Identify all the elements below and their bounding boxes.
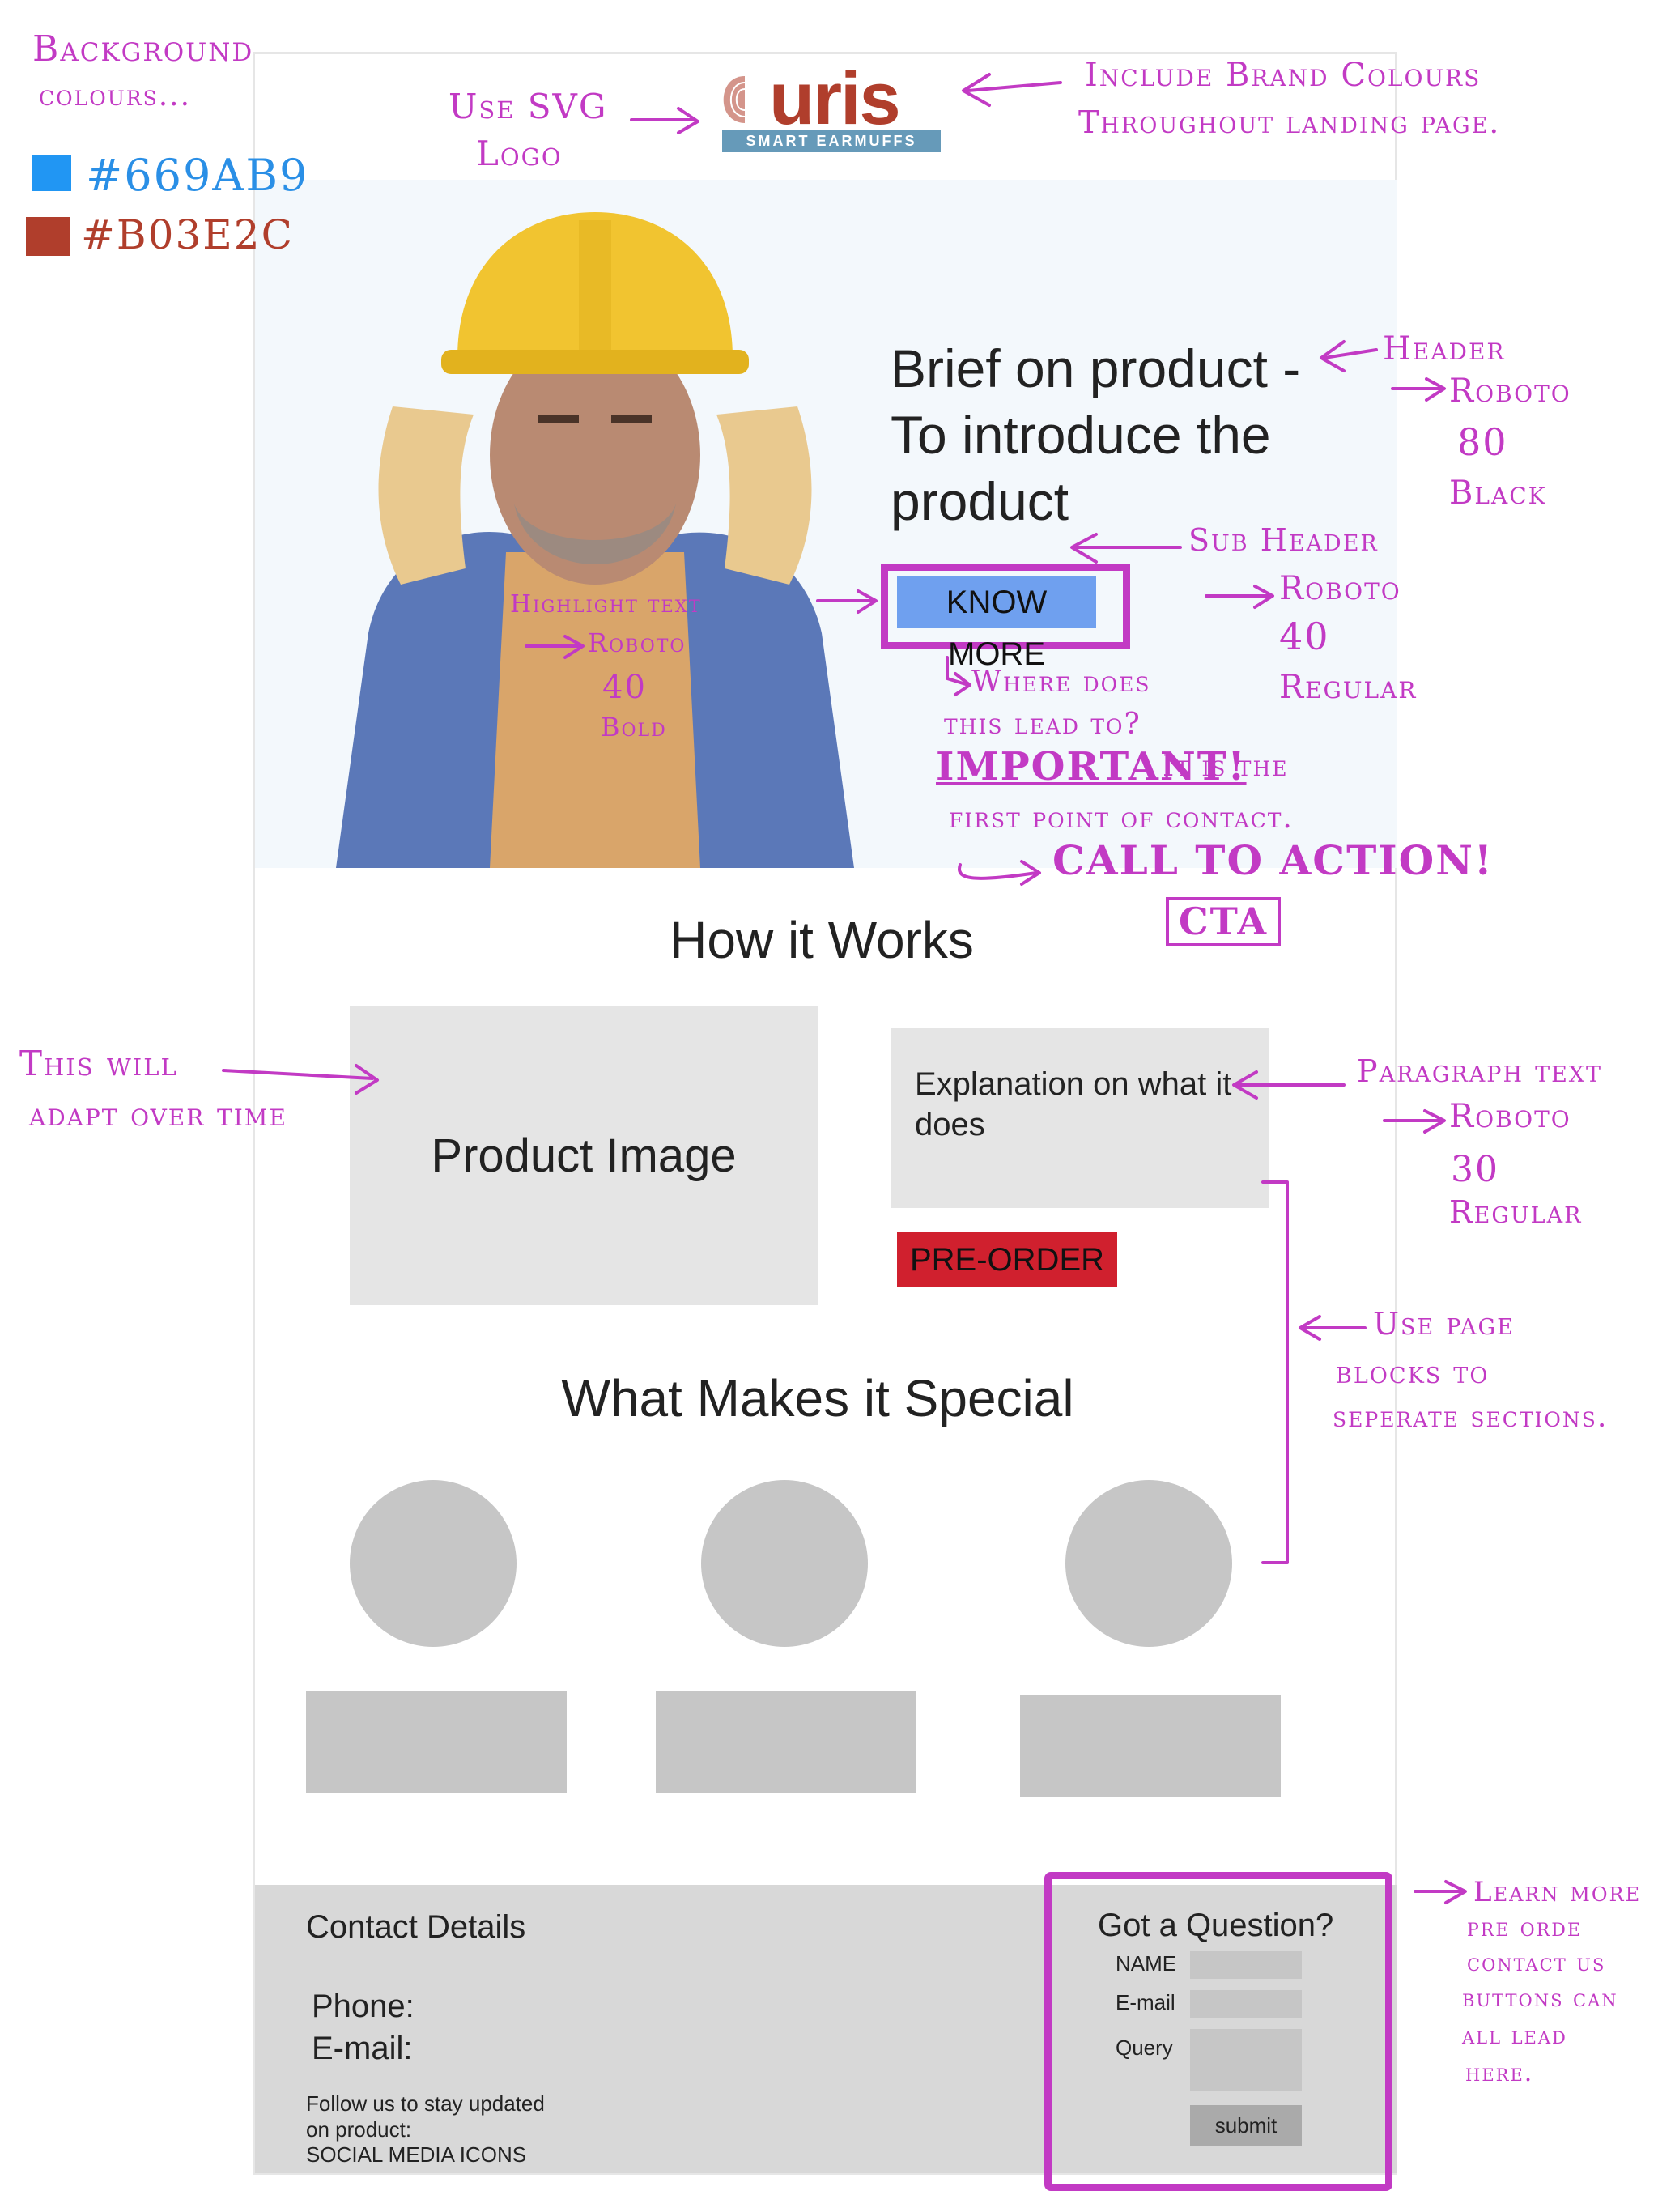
- name-field[interactable]: [1190, 1951, 1302, 1979]
- note-blocks-to: blocks to: [1336, 1355, 1490, 1390]
- feature-text-2: [656, 1691, 916, 1793]
- feature-text-1: [306, 1691, 567, 1793]
- note-sub-weight: Regular: [1279, 669, 1418, 706]
- note-use-svg: Use SVG: [449, 87, 608, 126]
- note-highlight-font: Roboto: [588, 627, 687, 658]
- note-lead-to: this lead to?: [944, 708, 1141, 741]
- arrow-learn-more: [1414, 1880, 1467, 1904]
- swatch-blue: [32, 155, 71, 191]
- follow-text: Follow us to stay updated on product:: [306, 2091, 545, 2142]
- hero-worker-image: [336, 212, 854, 868]
- note-header-weight: Black: [1449, 474, 1547, 512]
- note-paragraph-text: Paragraph text: [1357, 1053, 1603, 1089]
- brand-logo[interactable]: uris SMART EARMUFFS: [712, 57, 947, 157]
- note-colours: colours...: [39, 79, 192, 113]
- product-image-placeholder: Product Image: [350, 1006, 818, 1305]
- how-it-works-heading: How it Works: [670, 911, 974, 969]
- note-important: IMPORTANT!: [936, 744, 1247, 789]
- note-sub-header: Sub Header: [1188, 522, 1379, 558]
- note-buttons-can: buttons can: [1462, 1984, 1618, 2013]
- feature-image-2: [701, 1480, 868, 1647]
- note-cta: CTA: [1166, 897, 1282, 946]
- explanation-block: Explanation on what it does: [891, 1028, 1269, 1208]
- note-all-lead: all lead: [1462, 2022, 1567, 2050]
- form-email-label: E-mail: [1116, 1990, 1175, 2014]
- note-learn-more: Learn more: [1473, 1876, 1642, 1908]
- note-contact-us: contact us: [1467, 1949, 1606, 1977]
- submit-button[interactable]: submit: [1190, 2105, 1302, 2146]
- swatch-blue-label: #669AB9: [86, 150, 309, 201]
- social-media-icons[interactable]: SOCIAL MEDIA ICONS: [306, 2142, 527, 2167]
- note-pre-order: pre orde: [1467, 1912, 1582, 1942]
- note-separate-sections: seperate sections.: [1333, 1401, 1609, 1434]
- note-logo: Logo: [476, 134, 563, 173]
- note-this-will: This will: [19, 1044, 178, 1083]
- contact-heading: Contact Details: [306, 1909, 526, 1945]
- note-para-weight: Regular: [1449, 1194, 1583, 1230]
- question-form-heading: Got a Question?: [1098, 1908, 1334, 1943]
- note-highlight-text: Highlight text: [510, 590, 702, 619]
- ear-logo-icon: [723, 76, 746, 123]
- note-header: Header: [1383, 330, 1506, 368]
- name-label: NAME: [1116, 1951, 1177, 1976]
- note-background-colours: Background: [32, 28, 254, 70]
- query-label: Query: [1116, 2035, 1173, 2060]
- note-use-page: Use page: [1373, 1306, 1515, 1342]
- note-para-font: Roboto: [1449, 1098, 1571, 1135]
- cta-annotation-outline: [881, 564, 1130, 649]
- note-highlight-weight: Bold: [601, 712, 667, 742]
- pre-order-button[interactable]: PRE-ORDER: [897, 1232, 1117, 1287]
- special-heading: What Makes it Special: [561, 1369, 1074, 1427]
- note-first-contact: first point of contact.: [949, 802, 1294, 835]
- note-call-to-action: CALL TO ACTION!: [1052, 836, 1494, 884]
- note-here: here.: [1465, 2059, 1534, 2087]
- feature-image-1: [350, 1480, 517, 1647]
- email-label: E-mail:: [312, 2031, 413, 2066]
- know-more-button[interactable]: KNOW MORE: [897, 576, 1096, 672]
- product-image-label: Product Image: [431, 1129, 737, 1182]
- note-highlight-size: 40: [602, 669, 647, 706]
- note-sub-font: Roboto: [1279, 570, 1401, 607]
- feature-text-3: [1020, 1695, 1281, 1797]
- note-throughout: Throughout landing page.: [1078, 104, 1501, 140]
- logo-tagline: SMART EARMUFFS: [722, 130, 941, 152]
- hero-title: Brief on product - To introduce the prod…: [891, 338, 1301, 531]
- note-header-size: 80: [1457, 420, 1508, 464]
- email-field[interactable]: [1190, 1990, 1302, 2018]
- note-para-size: 30: [1451, 1149, 1499, 1190]
- phone-label: Phone:: [312, 1989, 414, 2024]
- swatch-red-label: #B03E2C: [81, 211, 294, 258]
- note-it-is-the: It is the: [1163, 750, 1289, 783]
- note-brand-colours: Include Brand Colours: [1085, 57, 1482, 94]
- note-where-lead: Where does: [971, 666, 1151, 699]
- swatch-red: [26, 217, 70, 256]
- feature-image-3: [1065, 1480, 1232, 1647]
- note-adapt: adapt over time: [29, 1096, 287, 1134]
- note-sub-size: 40: [1279, 615, 1330, 658]
- note-header-font: Roboto: [1449, 372, 1571, 410]
- query-field[interactable]: [1190, 2029, 1302, 2091]
- question-form-outline: [1044, 1872, 1392, 2191]
- logo-wordmark: uris: [769, 57, 901, 140]
